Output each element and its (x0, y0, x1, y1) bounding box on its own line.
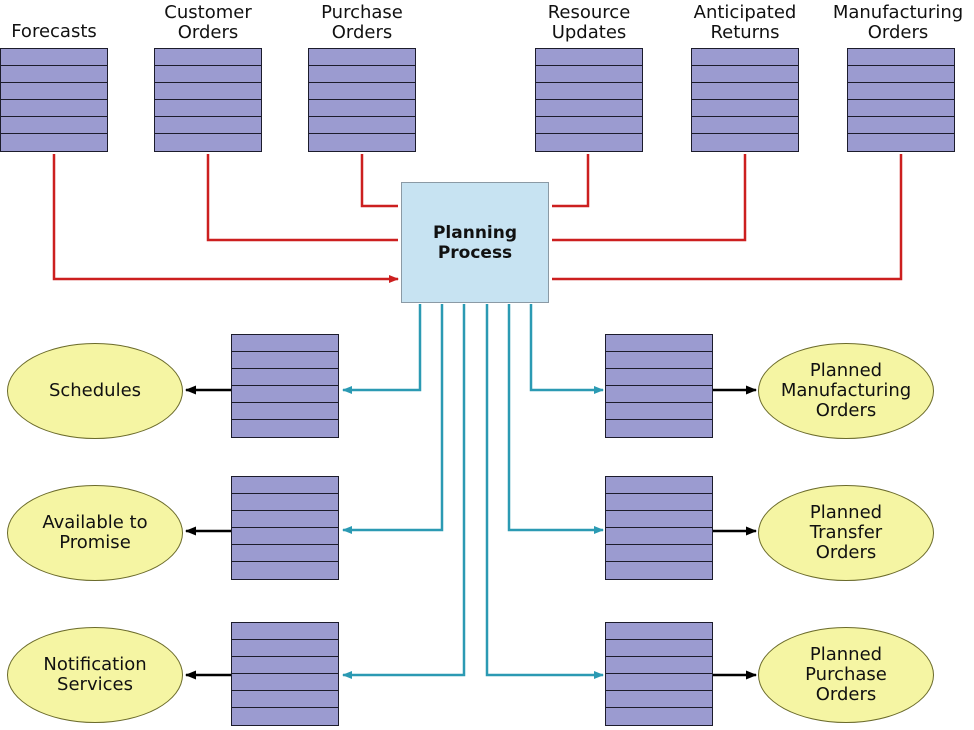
arrow-process-to-atp-table (342, 304, 444, 534)
output-table-planned-purchase-orders (605, 622, 713, 726)
arrow-process-to-notification-table (342, 304, 466, 679)
source-label-manufacturing-orders: Manufacturing Orders (832, 2, 964, 43)
source-table-manufacturing-orders (847, 48, 955, 152)
undefined (552, 154, 590, 208)
source-label-customer-orders: Customer Orders (164, 2, 252, 43)
oval-schedules: Schedules (7, 343, 183, 439)
arrow-process-to-purchase-table (485, 304, 604, 679)
process-label-line-1: Planning (432, 222, 518, 243)
oval-planned-manufacturing-orders: Planned Manufacturing Orders (758, 343, 934, 439)
source-table-forecasts (0, 48, 108, 152)
undefined (206, 154, 398, 242)
source-label-purchase-orders: Purchase Orders (321, 2, 403, 43)
source-label-forecasts: Forecasts (11, 21, 97, 42)
undefined (360, 154, 398, 208)
oval-notification-services: Notification Services (7, 627, 183, 723)
arrow-forecasts-to-process (52, 154, 399, 283)
arrow-process-to-mfg-table (529, 304, 604, 394)
output-table-planned-transfer-orders (605, 476, 713, 580)
source-table-purchase-orders (308, 48, 416, 152)
output-table-schedules (231, 334, 339, 438)
undefined (552, 154, 903, 281)
process-label-line-2: Process (437, 242, 513, 263)
arrow-process-to-schedules-table (342, 304, 422, 394)
output-table-notification-services (231, 622, 339, 726)
oval-planned-purchase-orders: Planned Purchase Orders (758, 627, 934, 723)
undefined (552, 154, 747, 242)
source-label-resource-updates: Resource Updates (547, 2, 631, 43)
oval-planned-transfer-orders: Planned Transfer Orders (758, 485, 934, 581)
output-table-planned-manufacturing-orders (605, 334, 713, 438)
source-table-anticipated-returns (691, 48, 799, 152)
planning-process-box: Planning Process (401, 182, 549, 303)
oval-available-to-promise: Available to Promise (7, 485, 183, 581)
source-table-resource-updates (535, 48, 643, 152)
source-label-anticipated-returns: Anticipated Returns (693, 2, 797, 43)
source-table-customer-orders (154, 48, 262, 152)
arrow-process-to-transfer-table (507, 304, 604, 534)
output-table-available-to-promise (231, 476, 339, 580)
